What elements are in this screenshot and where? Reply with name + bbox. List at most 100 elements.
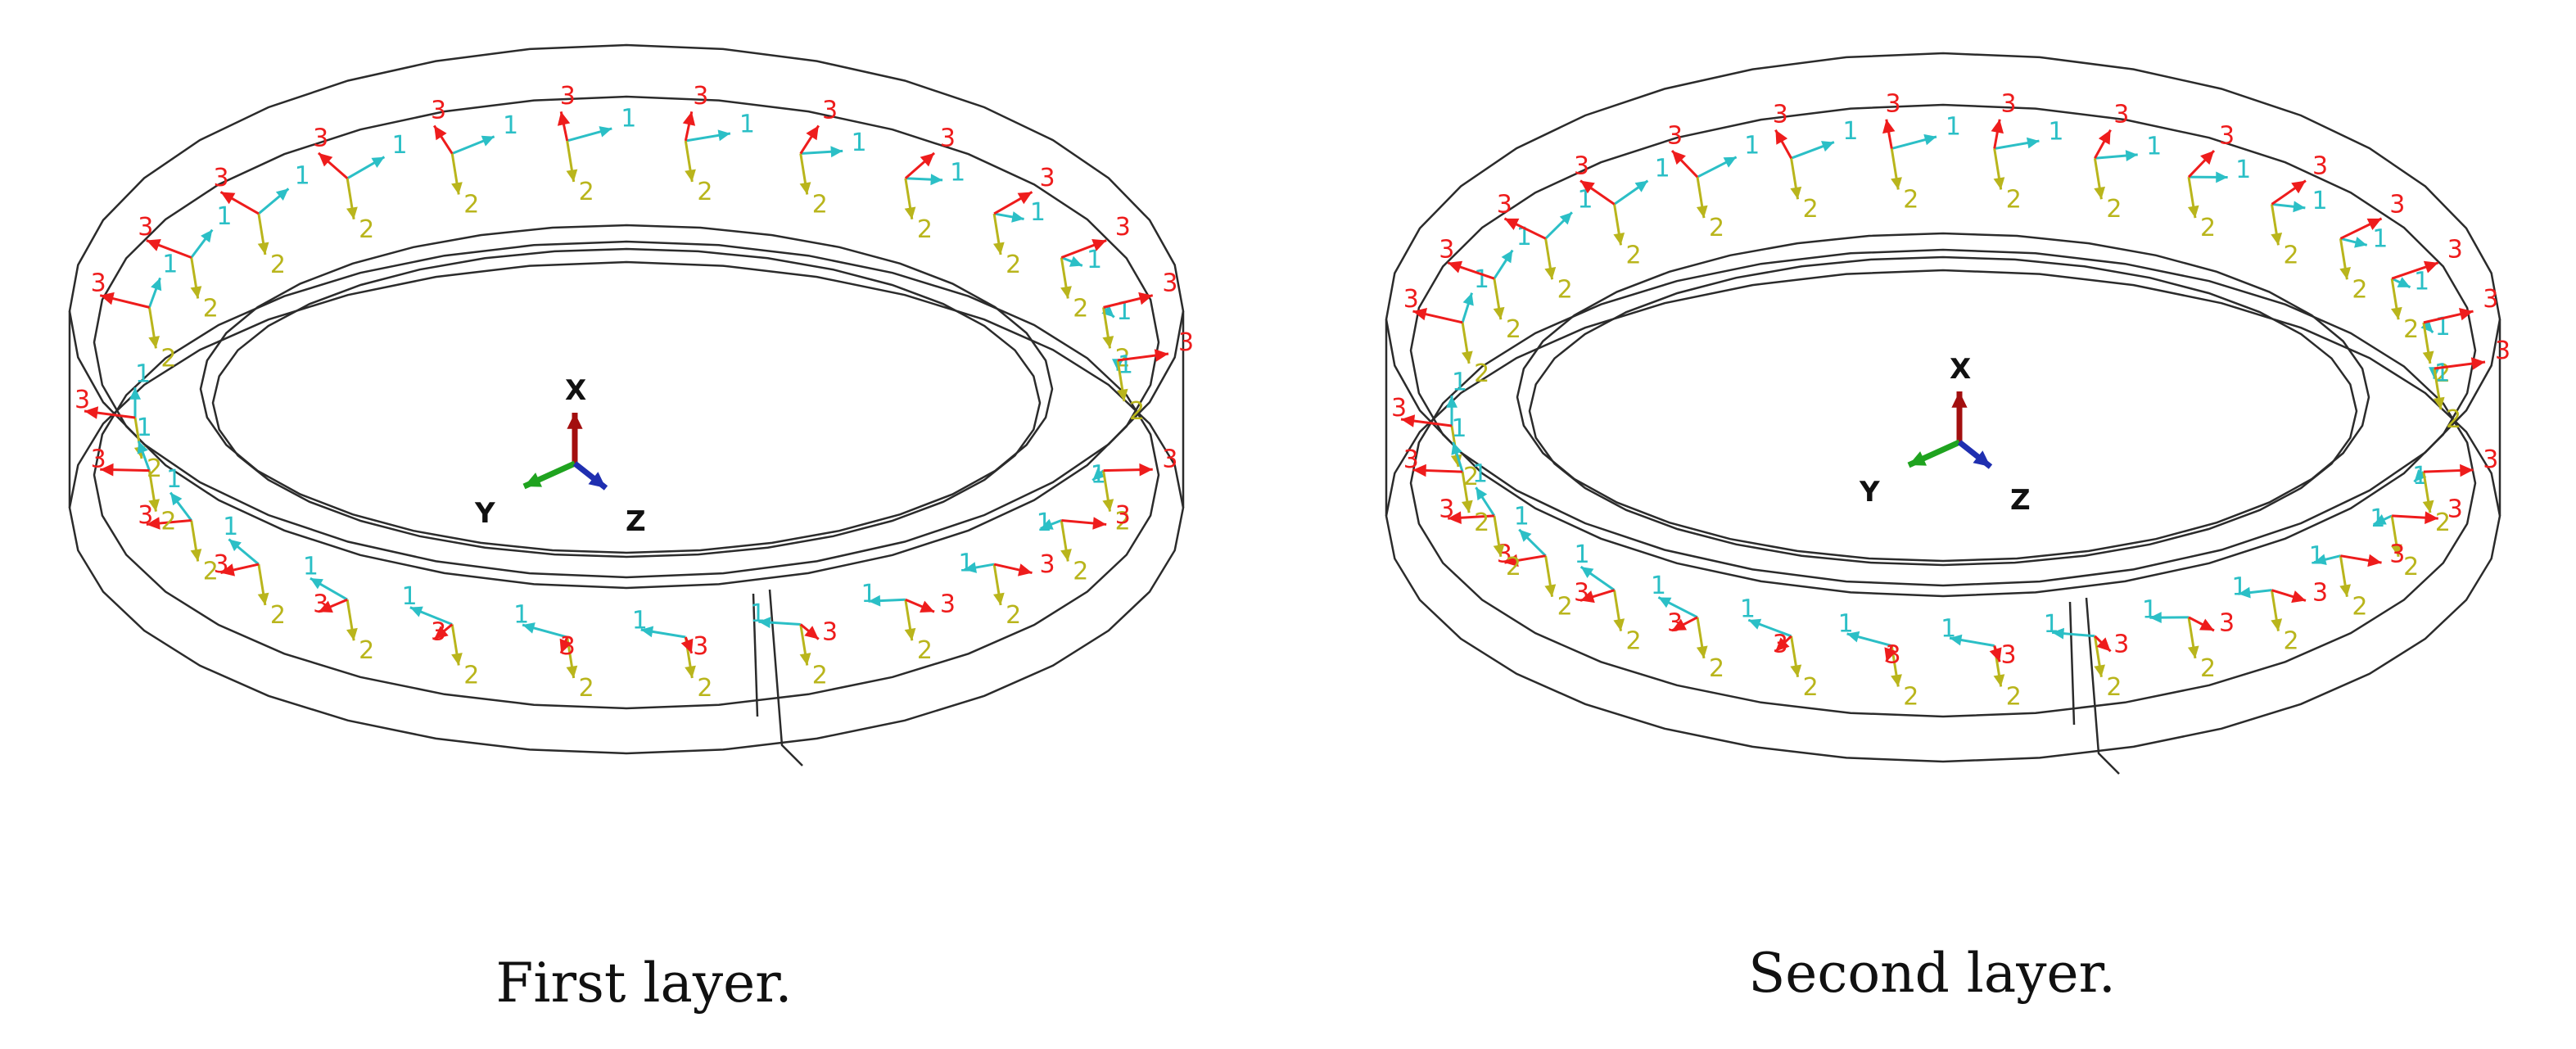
axis-2-arrow-head [799, 653, 811, 666]
axis-3-label: 3 [313, 590, 328, 619]
axis-1-label: 1 [402, 582, 418, 611]
axis-2-label: 2 [1803, 673, 1819, 702]
axis-3-arrow-head [2425, 511, 2438, 524]
axis-3-arrow-head [1448, 511, 1462, 524]
axis-3-label: 3 [1886, 641, 1901, 670]
axis-3-arrow-head [1092, 517, 1107, 530]
axis-2-label: 2 [160, 344, 176, 373]
axis-1-arrow-head [599, 126, 612, 138]
axis-2-arrow-head [257, 242, 269, 255]
caption-first-layer: First layer. [495, 952, 793, 1015]
axis-3-arrow-head [1017, 192, 1033, 205]
axis-3-label: 3 [1439, 495, 1454, 523]
axis-1-label: 1 [1037, 509, 1052, 537]
axis-1-arrow-head [2052, 627, 2064, 640]
marker-triad: 123 [750, 599, 838, 690]
axis-2-arrow-head [993, 592, 1005, 606]
axis-2-arrow-head [2422, 350, 2434, 364]
axis-1-arrow-head [868, 595, 881, 607]
axis-3-arrow-head [2460, 463, 2474, 477]
axis-3-label: 3 [2000, 641, 2016, 670]
axis-3-arrow-head [1580, 180, 1595, 194]
axis-1-arrow-head [2420, 319, 2434, 333]
axis-2-label: 2 [1626, 241, 1642, 269]
axis-3-arrow-head [2291, 180, 2306, 194]
axis-2-arrow-head [451, 653, 463, 666]
axis-2-label: 2 [697, 178, 712, 206]
axis-1-arrow-head [2373, 514, 2387, 525]
marker-triad: 123 [313, 124, 407, 243]
marker-triad: 123 [1941, 615, 2022, 712]
axis-3-arrow-head [1139, 463, 1153, 477]
axis-2-arrow-head [257, 592, 269, 606]
axis-2-arrow-head [1790, 186, 1802, 200]
axis-1-label: 1 [2048, 118, 2063, 147]
axis-2-label: 2 [1463, 463, 1479, 491]
axis-1-arrow-head [1846, 631, 1860, 643]
axis-1-label: 1 [621, 104, 636, 133]
axis-2-label: 2 [2283, 241, 2298, 269]
axis-1-arrow-head [170, 492, 183, 506]
axis-3-label: 3 [940, 590, 956, 619]
axis-2-label: 2 [2446, 405, 2461, 434]
axis-1-label: 1 [391, 131, 407, 160]
axis-3-arrow-head [1989, 647, 2002, 662]
axis-1-label: 1 [2309, 542, 2325, 571]
axis-2-arrow-head [1891, 674, 1902, 687]
axis-1-label: 1 [861, 580, 877, 608]
axis-3-label: 3 [1773, 630, 1788, 658]
marker-triad: 123 [1991, 89, 2063, 214]
triad-z-label: Z [2010, 484, 2031, 517]
axis-2-label: 2 [463, 661, 479, 690]
axis-1-arrow-head [1559, 212, 1572, 225]
axis-2-arrow-head [2094, 186, 2105, 200]
axis-3-label: 3 [560, 82, 576, 111]
axis-1-arrow-head [2125, 150, 2138, 161]
axis-3-label: 3 [138, 213, 153, 242]
triad-z-label: Z [626, 505, 646, 538]
axis-2-arrow-head [2433, 396, 2445, 409]
axis-3-label: 3 [560, 632, 576, 661]
axis-2-label: 2 [2200, 654, 2216, 683]
axis-1-arrow-head [1821, 141, 1834, 152]
axis-3-arrow-head [680, 638, 694, 653]
axis-3-label: 3 [1773, 101, 1788, 129]
triad-z-arrow-head [588, 472, 606, 488]
axis-1-label: 1 [1946, 112, 1961, 141]
ring-edge-3 [1516, 232, 2370, 563]
axis-1-arrow-head [2027, 137, 2040, 149]
axis-1-label: 1 [513, 600, 529, 629]
marker-triad: 123 [1651, 572, 1724, 683]
axis-3-label: 3 [1115, 501, 1131, 530]
axis-1-arrow-head [1519, 529, 1532, 542]
axis-2-arrow-head [190, 286, 202, 299]
axis-3-arrow-head [804, 626, 819, 640]
axis-3-label: 3 [2113, 630, 2129, 658]
axis-2-label: 2 [1073, 295, 1088, 323]
axis-2-label: 2 [463, 191, 479, 219]
axis-2-arrow-head [148, 336, 160, 349]
axis-2-label: 2 [2403, 553, 2419, 581]
axis-1-label: 1 [1091, 460, 1106, 489]
axis-2-arrow-head [2391, 306, 2402, 320]
axis-2-arrow-head [1462, 500, 1473, 513]
axis-1-arrow-head [1501, 250, 1513, 264]
axis-2-arrow-head [1891, 177, 1902, 190]
axis-1-label: 1 [750, 599, 766, 628]
axis-1-arrow-head [2149, 612, 2162, 623]
axis-2-label: 2 [359, 215, 374, 244]
axis-2-arrow-head [1613, 618, 1625, 631]
ring-outline [68, 43, 1185, 766]
axis-2-arrow-head [2339, 267, 2351, 280]
axis-1-label: 1 [1842, 117, 1858, 146]
axis-2-arrow-head [566, 665, 578, 679]
axis-1-arrow-head [1634, 180, 1648, 192]
triad-x-arrow-head [567, 413, 583, 429]
axis-1-arrow-head [1451, 441, 1462, 455]
ring-outline [1385, 52, 2501, 775]
axis-2-label: 2 [812, 191, 828, 219]
axis-3-arrow-head [220, 563, 235, 576]
marker-triad: 123 [91, 414, 177, 536]
